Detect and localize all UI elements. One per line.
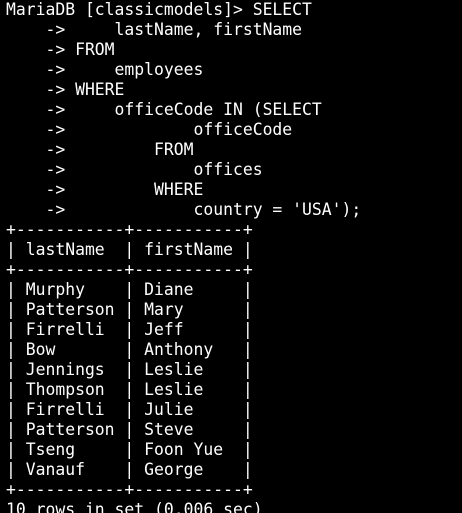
table-row: | Firrelli | Julie | bbox=[6, 400, 253, 419]
query-continuation-line: -> country = 'USA'); bbox=[6, 200, 362, 219]
query-continuation-line: -> WHERE bbox=[6, 80, 125, 99]
table-row: | Bow | Anthony | bbox=[6, 340, 253, 359]
table-row: | Jennings | Leslie | bbox=[6, 360, 253, 379]
table-row: | Patterson | Mary | bbox=[6, 300, 253, 319]
query-continuation-line: -> offices bbox=[6, 160, 263, 179]
table-row: | Thompson | Leslie | bbox=[6, 380, 253, 399]
query-continuation-line: -> FROM bbox=[6, 40, 115, 59]
query-continuation-line: -> FROM bbox=[6, 140, 194, 159]
query-continuation-line: -> officeCode bbox=[6, 120, 293, 139]
result-summary: 10 rows in set (0.006 sec) bbox=[6, 500, 263, 513]
query-continuation-line: -> WHERE bbox=[6, 180, 204, 199]
table-row: | Patterson | Steve | bbox=[6, 420, 253, 439]
table-border-top: +-----------+-----------+ bbox=[6, 220, 253, 239]
query-continuation-line: -> officeCode IN (SELECT bbox=[6, 100, 322, 119]
table-row: | Tseng | Foon Yue | bbox=[6, 440, 253, 459]
table-border-bottom: +-----------+-----------+ bbox=[6, 480, 253, 499]
query-continuation-line: -> lastName, firstName bbox=[6, 20, 303, 39]
table-header-row: | lastName | firstName | bbox=[6, 240, 253, 259]
table-border-mid: +-----------+-----------+ bbox=[6, 260, 253, 279]
table-row: | Firrelli | Jeff | bbox=[6, 320, 253, 339]
table-row: | Vanauf | George | bbox=[6, 460, 253, 479]
table-row: | Murphy | Diane | bbox=[6, 280, 253, 299]
query-continuation-line: -> employees bbox=[6, 60, 204, 79]
sql-prompt-line: MariaDB [classicmodels]> SELECT bbox=[6, 0, 312, 19]
